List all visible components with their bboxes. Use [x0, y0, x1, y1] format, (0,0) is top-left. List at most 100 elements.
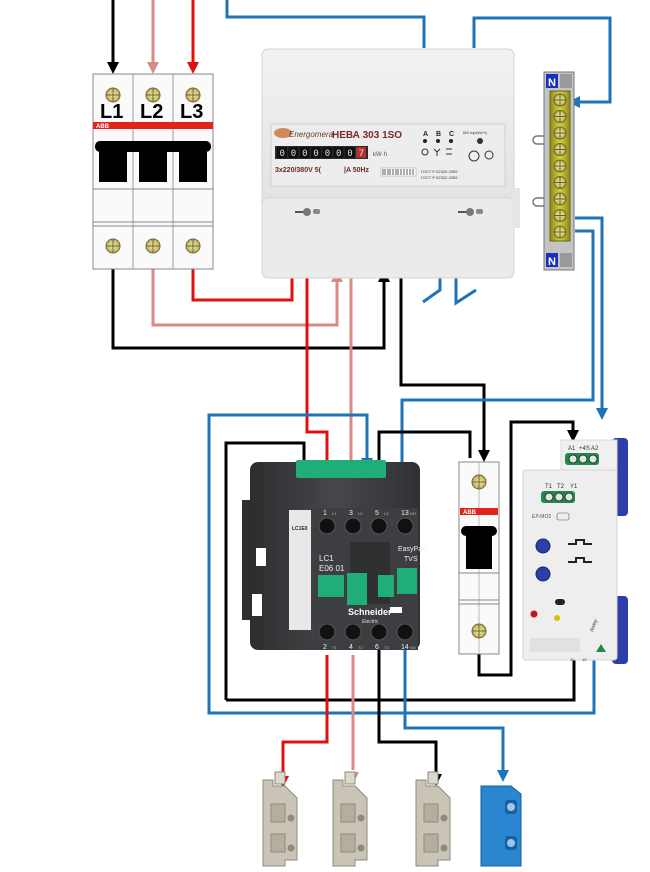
- meter-digit: 0: [280, 149, 285, 159]
- arrow-in-l1: [107, 62, 119, 74]
- arrow-breaker1p-in: [478, 450, 490, 462]
- relay-bottom-term-11: 11: [570, 657, 575, 662]
- relay-mid-term-t1: T1: [545, 484, 553, 490]
- bottom-terminal-number: 4: [349, 644, 353, 651]
- wire-control-relay-loop: [226, 658, 576, 702]
- relay-top-term-a2: A2: [591, 446, 599, 452]
- arrow-in-l3: [187, 62, 199, 74]
- contactor-side-text: LC1E0: [292, 526, 308, 532]
- bus-screw-slot: [554, 127, 566, 139]
- wire-out-l3: [281, 655, 329, 775]
- contactor-series-2: TVS: [404, 556, 418, 563]
- abb-stripe: [460, 508, 498, 515]
- arrow-relay-a2: [596, 408, 608, 420]
- contactor-side-label: [289, 510, 311, 630]
- screw-icon: [564, 492, 574, 502]
- bottom-terminal-hole: [344, 623, 362, 641]
- screw-icon: [578, 454, 588, 464]
- contactor-model-2: E06 01: [319, 564, 345, 573]
- bottom-terminal-hole: [396, 623, 414, 641]
- arrow-relay-a1: [567, 430, 579, 442]
- bottom-terminal-hole: [318, 623, 336, 641]
- meter-digit: 0: [291, 149, 296, 159]
- wire-control-coil: [224, 441, 306, 700]
- wire-out-n: [403, 650, 505, 770]
- bus-screw-slot: [554, 110, 566, 123]
- voltage-knob: [535, 538, 551, 554]
- breaker-3p-bottom-screws: [105, 238, 201, 254]
- wire-out-l1: [377, 650, 438, 772]
- n-badge-bottom: [546, 253, 558, 267]
- meter-digit-cell: [322, 147, 333, 158]
- meter-brand: Energomera: [289, 130, 334, 139]
- meter-model: НЕВА 303 1SO: [332, 130, 402, 141]
- led-c-icon: [449, 139, 453, 143]
- meter-imp-label: 800 imp/(kW·h): [463, 131, 487, 135]
- bottom-terminal-tag: T1: [332, 645, 337, 650]
- breaker-3p-toggle-l2: [139, 152, 167, 182]
- relay-brand: Reley: [589, 618, 599, 633]
- breaker-3p: L1 L2 L3 ABB: [92, 73, 214, 270]
- top-terminal-hole: [344, 517, 362, 535]
- meter-gost-1: ГОСТ Р 52320-2005: [421, 169, 458, 174]
- bus-screw-slot: [554, 143, 566, 156]
- neutral-bus-screws: [553, 93, 567, 239]
- top-terminal-tag: NO: [410, 511, 416, 516]
- top-terminal-number: 13: [401, 510, 409, 517]
- relay-top-term-a1: A1: [568, 446, 576, 452]
- pole-label-l2: L2: [140, 101, 163, 123]
- arrow-terminal-4: [497, 770, 509, 782]
- meter-digit: 0: [325, 149, 330, 159]
- breaker-3p-handle-bar: [95, 141, 211, 152]
- relay-green-triangle: [596, 644, 606, 652]
- meter-digit: 0: [302, 149, 307, 159]
- relay-top-term-4s: +4S: [579, 446, 590, 452]
- contactor-green-window-4: [397, 568, 417, 594]
- neutral-bus: N N: [532, 71, 575, 271]
- meter-digit: 7: [359, 149, 364, 159]
- pole-label-l3: L3: [180, 101, 203, 123]
- abb-stripe: [93, 122, 213, 129]
- screw-icon: [568, 454, 578, 464]
- c-mark-icon: [484, 150, 494, 160]
- screw-icon: [544, 492, 554, 502]
- relay-test-button: [555, 599, 565, 605]
- meter-digit: 0: [347, 149, 352, 159]
- meter-digit-cell: [277, 147, 287, 158]
- top-terminal-tag: L3: [384, 511, 389, 516]
- wire-neutral-outer-loop: [207, 413, 596, 715]
- led-red-icon: [530, 610, 538, 618]
- screw-icon: [588, 454, 598, 464]
- meter-seal-screws: [295, 208, 483, 216]
- pole-label-l1: L1: [100, 101, 123, 123]
- seal-screw-icon: [466, 208, 474, 216]
- relay-mid-term-y1: Y1: [570, 484, 578, 490]
- antenna-icon: [433, 148, 441, 156]
- terminal-block-n: [480, 785, 522, 867]
- n-label-top: N: [548, 77, 556, 89]
- wire-l1-breaker-to-meter: [111, 262, 386, 350]
- bottom-terminal-tag: NO: [410, 645, 416, 650]
- breaker-1p-brand: ABB: [463, 510, 477, 516]
- meter-digit-cell: [310, 147, 321, 158]
- seal-screw-icon: [303, 208, 311, 216]
- meter-gost-2: ГОСТ Р 52322-2005: [421, 175, 458, 180]
- contactor-brand: Schneider: [348, 607, 392, 617]
- meter-digit: 0: [336, 149, 341, 159]
- relay-diagram-icon: [568, 539, 592, 563]
- bottom-terminal-number: 6: [375, 644, 379, 651]
- wire-neutral-top-left: [225, 0, 426, 48]
- output-terminals: [262, 771, 522, 867]
- din-clip-bottom-icon: [532, 197, 544, 207]
- contactor-model-1: LC1: [319, 554, 334, 563]
- bus-screw-slot: [554, 209, 566, 222]
- voltage-relay: A1 +4S A2 T1 T2 Y1 ЕЛ-МО2 Reley 11 12: [522, 438, 628, 664]
- cert-icon: [468, 150, 480, 162]
- breaker-3p-toggle-l3: [179, 152, 207, 182]
- breaker-3p-brand: ABB: [96, 124, 110, 130]
- imp-led-icon: [477, 138, 483, 144]
